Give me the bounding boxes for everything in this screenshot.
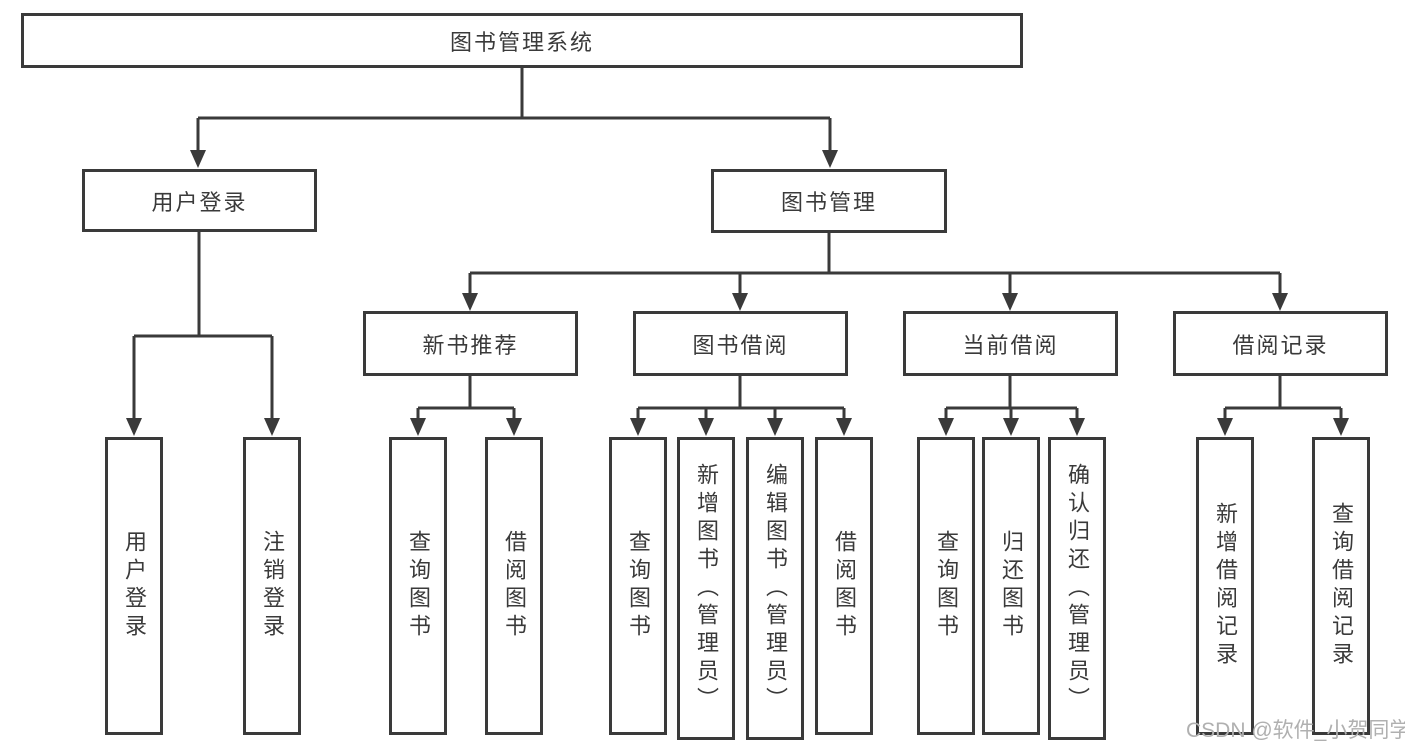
leaf-add-borrow-record: 新增借阅记录 <box>1196 437 1254 735</box>
leaf-label: 新增借阅记录 <box>1213 502 1238 670</box>
leaf-edit-books-admin: 编辑图书（管理员） <box>746 437 804 740</box>
leaf-add-books-admin: 新增图书（管理员） <box>677 437 735 740</box>
node-new-book-recommendation: 新书推荐 <box>363 311 578 376</box>
leaf-query-books-recommend: 查询图书 <box>389 437 447 735</box>
leaf-logout: 注销登录 <box>243 437 301 735</box>
node-current-borrowing: 当前借阅 <box>903 311 1118 376</box>
leaf-query-borrow-record: 查询借阅记录 <box>1312 437 1370 735</box>
leaf-label: 借阅图书 <box>502 530 527 642</box>
leaf-borrow-books-recommend: 借阅图书 <box>485 437 543 735</box>
arrowhead-icons <box>126 150 1349 436</box>
leaf-borrow-books: 借阅图书 <box>815 437 873 735</box>
leaf-label: 查询图书 <box>626 530 651 642</box>
leaf-label: 新增图书（管理员） <box>694 462 719 715</box>
connector-stems <box>132 68 1343 424</box>
node-label: 图书管理 <box>780 190 877 215</box>
leaf-confirm-return-admin: 确认归还（管理员） <box>1048 437 1106 740</box>
leaf-label: 查询图书 <box>934 530 959 642</box>
node-label: 当前借阅 <box>962 332 1059 358</box>
node-label: 新书推荐 <box>422 332 519 358</box>
node-label: 图书借阅 <box>692 332 789 358</box>
node-user-login-branch: 用户登录 <box>82 169 317 232</box>
leaf-return-books: 归还图书 <box>982 437 1040 735</box>
leaf-query-books-borrowing: 查询图书 <box>609 437 667 735</box>
node-borrowing-records: 借阅记录 <box>1173 311 1388 376</box>
leaf-label: 编辑图书（管理员） <box>763 462 788 715</box>
node-book-borrowing: 图书借阅 <box>633 311 848 376</box>
leaf-label: 借阅图书 <box>832 530 857 642</box>
leaf-label: 用户登录 <box>122 530 147 642</box>
node-label: 用户登录 <box>151 189 248 215</box>
leaf-label: 查询借阅记录 <box>1329 502 1354 670</box>
leaf-label: 注销登录 <box>260 530 285 642</box>
node-label: 借阅记录 <box>1232 332 1329 358</box>
leaf-query-books-current: 查询图书 <box>917 437 975 735</box>
watermark: CSDN @软件_小贺同学 <box>1186 719 1405 742</box>
leaf-label: 确认归还（管理员） <box>1065 462 1090 715</box>
leaf-label: 查询图书 <box>406 530 431 642</box>
leaf-user-login: 用户登录 <box>105 437 163 735</box>
node-root-library-system: 图书管理系统 <box>21 13 1023 68</box>
leaf-label: 归还图书 <box>999 530 1024 642</box>
node-book-management-branch: 图书管理 <box>711 169 947 233</box>
node-label: 图书管理系统 <box>449 29 594 55</box>
